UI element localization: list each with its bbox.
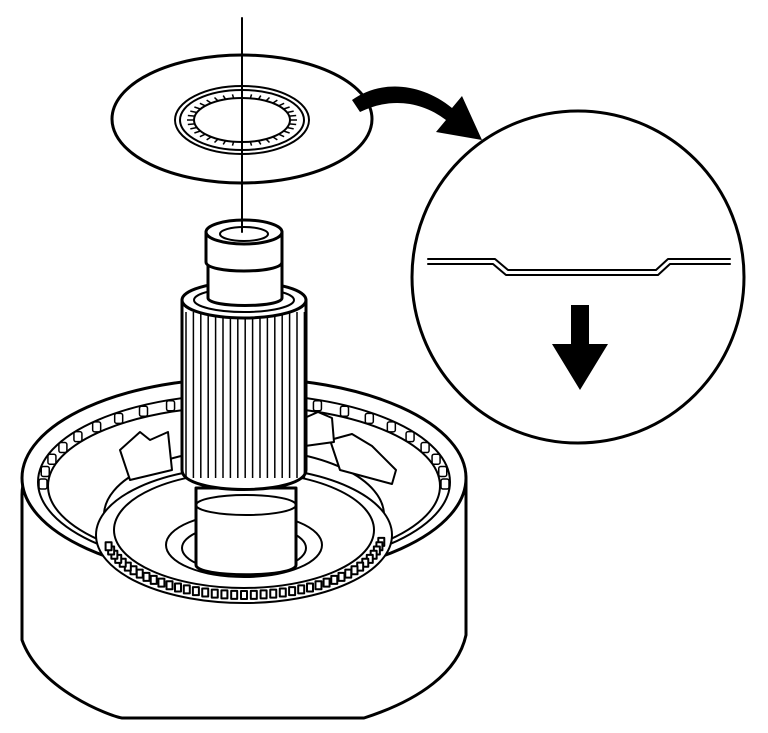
rim-slot [420,441,430,454]
rim-slot [165,400,176,412]
hub-tooth [330,574,339,585]
washer-tooth [187,123,195,126]
rim-slot [73,430,83,443]
rim-slot [431,453,441,465]
washer-profile-detail [410,109,746,445]
hub-tooth [344,568,353,579]
rim-slot [312,400,323,412]
callout-arrow [352,86,482,140]
hub-tooth [173,582,182,593]
rim-slot [386,421,397,433]
rim-slot [405,430,415,443]
hub-tooth [210,588,219,599]
rim-slot [47,453,57,465]
rim-slot [364,412,375,425]
rim-slot [339,405,350,418]
rim-slot [58,441,68,454]
hub-tooth [297,584,306,595]
hub-tooth [249,589,258,600]
hub-tooth [350,565,359,576]
hub-tooth [201,587,210,598]
hub-tooth [104,541,113,552]
hub-teeth [104,536,386,600]
hub-tooth [337,571,346,582]
hub-tooth [240,590,248,600]
rim-slot [138,405,149,418]
clutch-housing [20,376,468,720]
hub-tooth [149,574,158,585]
washer-tooth [289,123,297,126]
hub-tooth [191,586,200,597]
rim-slot [113,412,124,425]
hub-tooth [278,587,287,598]
rim-slot [40,465,50,478]
hub-tooth [135,568,144,579]
rim-slot [38,478,48,490]
hub-tooth [230,589,239,600]
hub-tooth [259,589,268,600]
hub-tooth [269,588,278,599]
washer-tooth [187,114,195,117]
spline-lines [185,312,306,478]
washer-tooth [289,114,297,117]
hub-tooth [314,580,323,591]
hub-tooth [220,589,229,600]
hub-tooth [165,580,174,591]
hub-tooth [142,571,151,582]
splined-shaft [180,218,308,577]
hub-tooth [157,577,166,588]
hub-tooth [182,584,191,595]
hub-tooth [306,582,315,593]
hub-tooth [288,586,297,597]
rim-slot [440,478,450,490]
rim-slot [91,421,102,433]
hub-tooth [322,577,331,588]
rim-slot [438,465,448,478]
install-direction-arrow [552,305,608,390]
